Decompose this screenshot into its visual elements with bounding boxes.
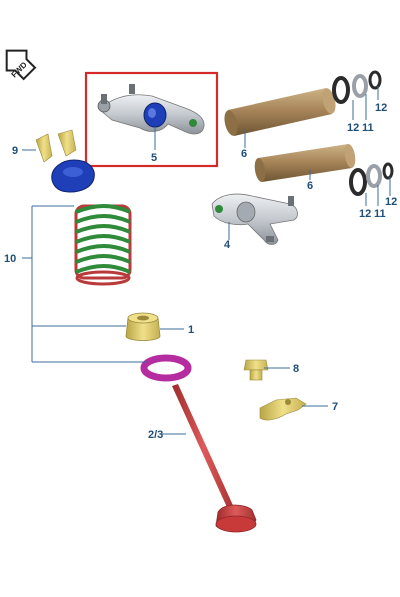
highlight-box — [84, 71, 219, 168]
rocker-shaft-lower-icon — [254, 144, 356, 182]
rocker-bolt-icon — [243, 359, 269, 381]
callout-rocker-support-plate: 7 — [332, 401, 338, 413]
shim-lower-icon — [366, 164, 382, 188]
seal-lower-b-icon — [382, 162, 394, 180]
fwd-arrow-icon: FWD — [5, 49, 37, 81]
leader-lines — [22, 86, 391, 435]
rocker-shaft-upper-icon — [224, 88, 336, 136]
callout-valve-cotters: 9 — [12, 145, 18, 157]
callout-seal-upper-b: 12 — [375, 102, 387, 114]
seal-lower-a-icon — [349, 168, 367, 196]
seal-upper-a-icon — [332, 76, 350, 104]
rocker-arm-right-icon — [211, 193, 298, 245]
seal-upper-b-icon — [368, 70, 382, 90]
callout-seal-lower-a: 12 — [359, 208, 371, 220]
rocker-support-plate-icon — [259, 397, 307, 421]
spring-retainer-icon — [51, 159, 95, 193]
callout-seal-lower-b: 12 — [385, 196, 397, 208]
callout-rocker-bolt: 8 — [293, 363, 299, 375]
callout-valve: 2/3 — [148, 429, 163, 441]
valve-icon — [172, 384, 257, 533]
callout-rocker-arm-left: 5 — [151, 152, 157, 164]
rocker-arm-left-icon — [97, 84, 205, 135]
callout-shim-upper: 11 — [362, 122, 374, 134]
callout-shim-lower: 11 — [374, 208, 386, 220]
shim-upper-icon — [352, 74, 368, 98]
callout-rocker-shaft-upper: 6 — [241, 148, 247, 160]
callout-rocker-shaft-lower: 6 — [307, 180, 313, 192]
callout-valve-collet: 1 — [188, 324, 194, 336]
spring-seat-washer-icon — [140, 354, 192, 382]
valve-collet-icon — [125, 312, 161, 341]
callout-valve-spring-assembly: 10 — [4, 253, 16, 265]
callout-rocker-arm-right: 4 — [224, 239, 231, 251]
valve-spring-icon — [74, 204, 132, 286]
valve-cotters-icon — [35, 129, 77, 163]
callout-seal-upper-a: 12 — [347, 122, 359, 134]
